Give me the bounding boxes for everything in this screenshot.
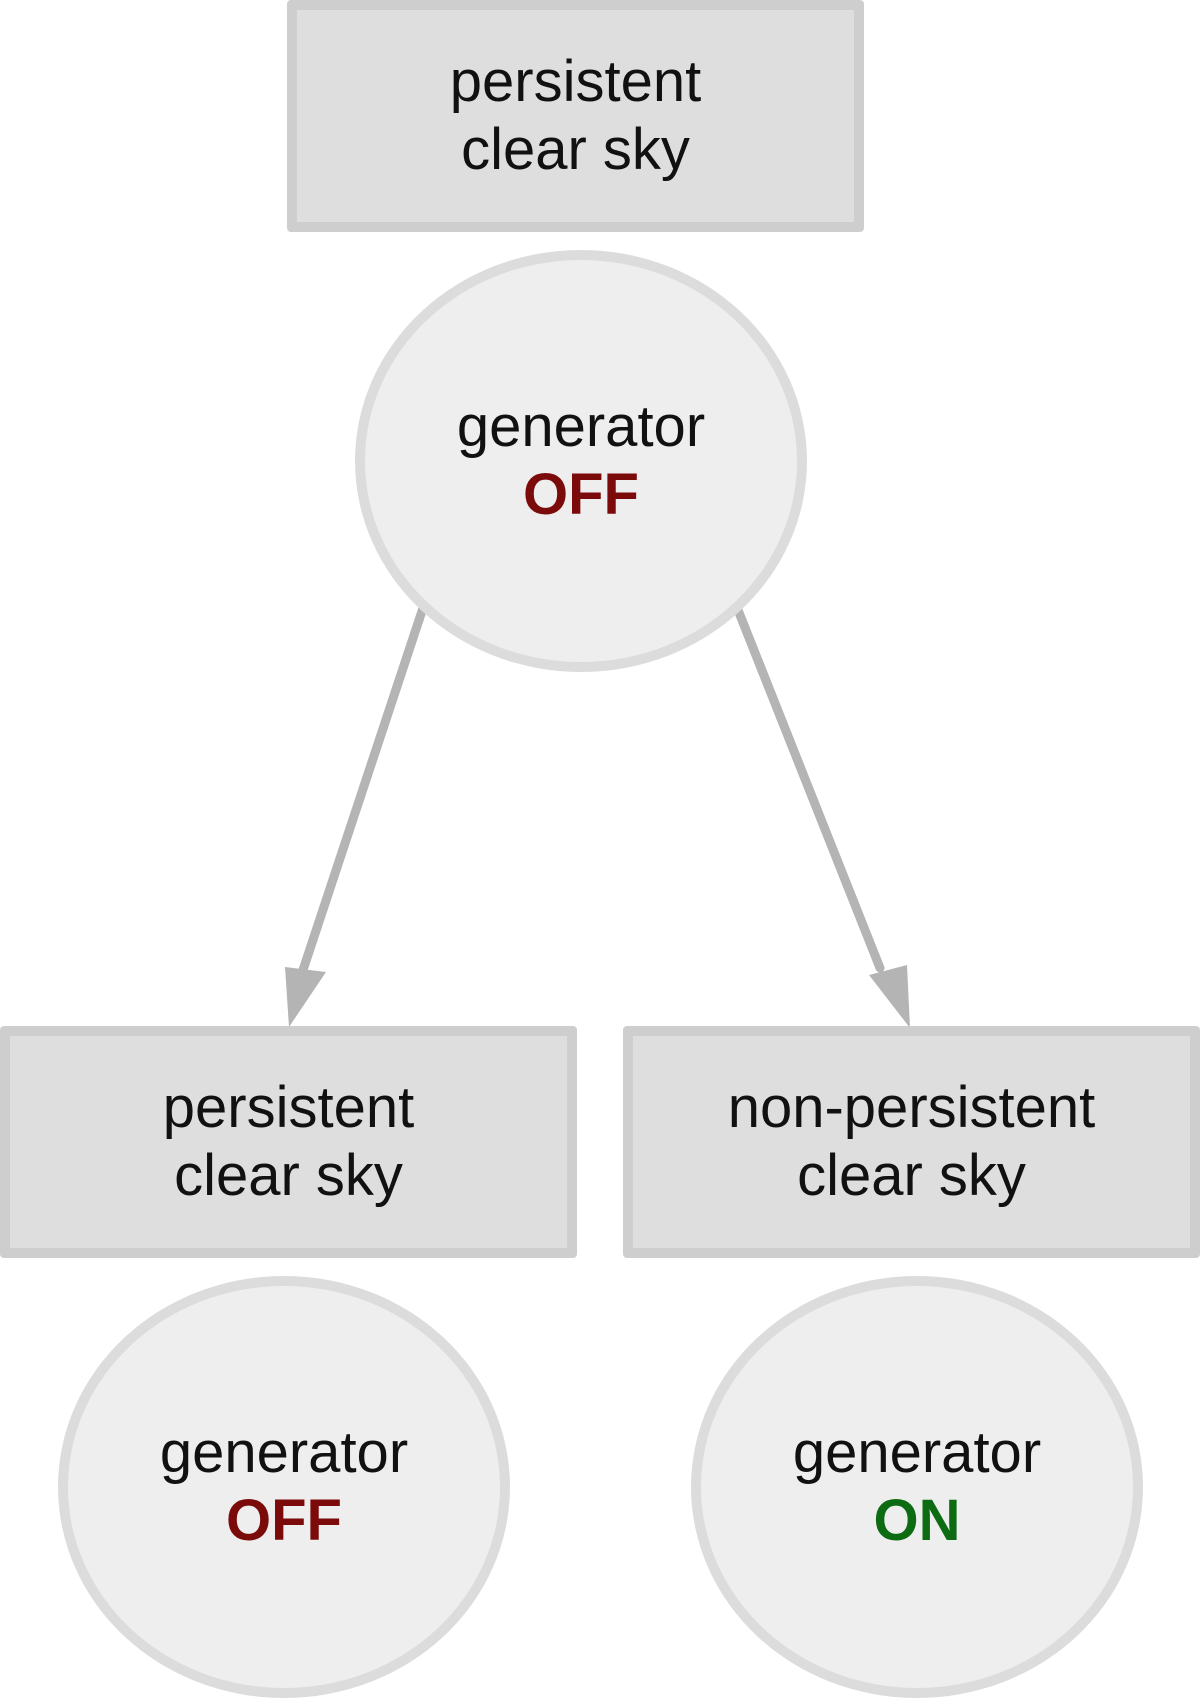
edge-to-right-branch bbox=[733, 605, 885, 973]
right-condition-line1: non-persistent bbox=[727, 1075, 1096, 1140]
arrowhead-left bbox=[285, 967, 326, 1027]
top-condition-line1: persistent bbox=[449, 49, 702, 114]
left-generator-label: generator bbox=[159, 1420, 409, 1485]
top-condition-box: persistent clear sky bbox=[287, 0, 864, 232]
right-condition-line2: clear sky bbox=[797, 1143, 1026, 1208]
left-condition-line2: clear sky bbox=[174, 1143, 403, 1208]
top-generator-state: OFF bbox=[523, 462, 639, 527]
edge-to-left-branch bbox=[298, 603, 428, 975]
arrowhead-right bbox=[869, 965, 910, 1028]
left-condition-box: persistent clear sky bbox=[0, 1026, 577, 1258]
left-generator-state: OFF bbox=[226, 1488, 342, 1553]
top-generator-node: generator OFF bbox=[355, 250, 807, 672]
right-condition-box: non-persistent clear sky bbox=[623, 1026, 1200, 1258]
right-generator-label: generator bbox=[792, 1420, 1042, 1485]
top-condition-line2: clear sky bbox=[461, 117, 690, 182]
left-condition-line1: persistent bbox=[162, 1075, 415, 1140]
left-generator-node: generator OFF bbox=[58, 1276, 510, 1698]
top-generator-label: generator bbox=[456, 394, 706, 459]
right-generator-state: ON bbox=[873, 1488, 961, 1553]
right-generator-node: generator ON bbox=[691, 1276, 1143, 1698]
